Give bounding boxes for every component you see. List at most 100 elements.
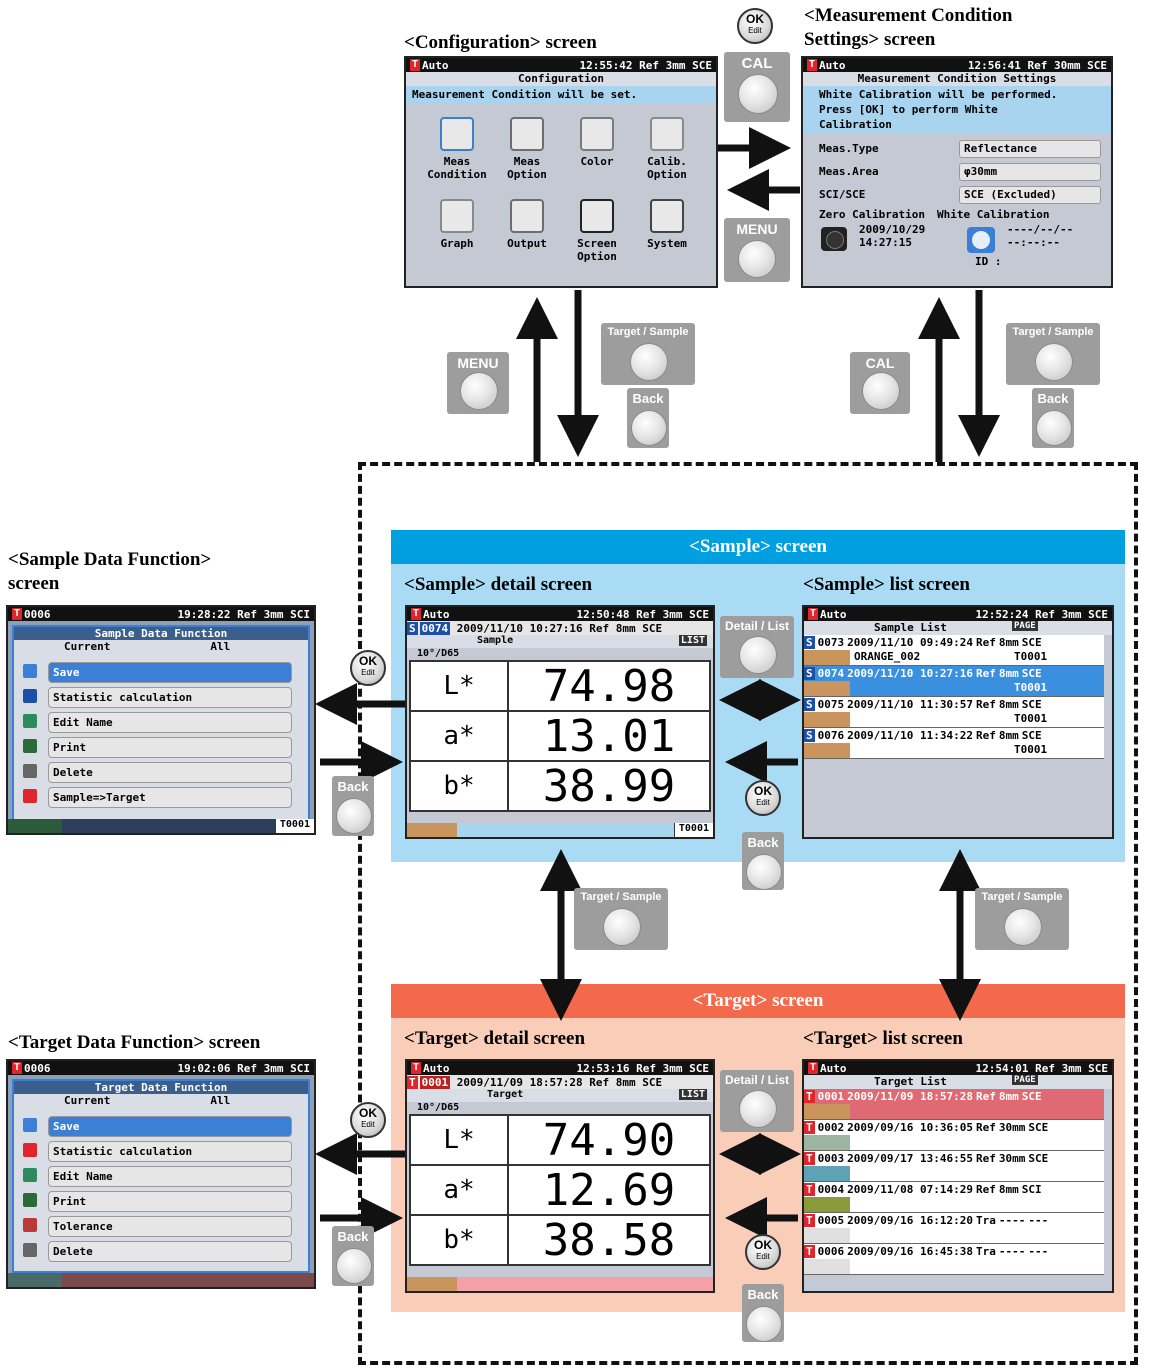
- target-list-label: <Target> list screen: [803, 1028, 963, 1049]
- menu-item-icon: [23, 789, 37, 803]
- config-item-icon: [510, 117, 544, 151]
- target-sample-button-2[interactable]: Target / Sample: [1006, 323, 1100, 385]
- menu-item-icon: [23, 714, 37, 728]
- config-title: Configuration: [406, 72, 716, 86]
- menu-item-icon: [23, 1118, 37, 1132]
- config-item-icon: [440, 199, 474, 233]
- target-screen-banner: <Target> screen: [391, 984, 1125, 1018]
- dashed-region-border: [358, 462, 1138, 1365]
- menu-item-icon: [23, 689, 37, 703]
- menu-item-icon: [23, 764, 37, 778]
- menu-item[interactable]: Print: [23, 737, 292, 758]
- menu-item[interactable]: Tolerance: [23, 1216, 292, 1237]
- detail-list-button-target[interactable]: Detail / List: [720, 1070, 794, 1132]
- menu-item[interactable]: Statistic calculation: [23, 1141, 292, 1162]
- config-item-icon: [650, 199, 684, 233]
- sample-data-function-label: <Sample Data Function>screen: [8, 549, 212, 594]
- back-button-2[interactable]: Back: [1032, 388, 1074, 448]
- config-item[interactable]: Output: [492, 193, 562, 269]
- meas-info: White Calibration will be performed.Pres…: [803, 86, 1111, 133]
- zero-cal-button[interactable]: [821, 227, 847, 251]
- sample-detail-label: <Sample> detail screen: [404, 574, 593, 595]
- config-item-icon: [440, 117, 474, 151]
- menu-item-icon: [23, 739, 37, 753]
- target-sample-button-1[interactable]: Target / Sample: [601, 323, 695, 385]
- meas-title: Measurement Condition Settings: [803, 72, 1111, 86]
- back-button-target-list[interactable]: Back: [742, 1284, 784, 1342]
- menu-item[interactable]: Edit Name: [23, 712, 292, 733]
- zero-cal-label: Zero Calibration: [819, 208, 925, 221]
- config-item[interactable]: Calib.Option: [632, 111, 702, 187]
- menu-item-icon: [23, 1193, 37, 1207]
- config-item[interactable]: System: [632, 193, 702, 269]
- detail-list-button-sample[interactable]: Detail / List: [720, 616, 794, 678]
- target-sample-button-3[interactable]: Target / Sample: [574, 888, 668, 950]
- white-cal-label: White Calibration: [936, 208, 1050, 221]
- menu-item[interactable]: Edit Name: [23, 1166, 292, 1187]
- target-sample-button-4[interactable]: Target / Sample: [975, 888, 1069, 950]
- cal-button-2[interactable]: CAL: [850, 352, 910, 414]
- sample-screen-banner: <Sample> screen: [391, 530, 1125, 564]
- config-item-icon: [510, 199, 544, 233]
- config-item-icon: [650, 117, 684, 151]
- config-item[interactable]: Color: [562, 111, 632, 187]
- menu-item[interactable]: Statistic calculation: [23, 687, 292, 708]
- config-item[interactable]: Graph: [422, 193, 492, 269]
- sample-list-label: <Sample> list screen: [803, 574, 970, 595]
- config-item-icon: [580, 117, 614, 151]
- config-screen-label: <Configuration> screen: [404, 32, 597, 53]
- target-data-function-label: <Target Data Function> screen: [8, 1032, 261, 1053]
- menu-button-2[interactable]: MENU: [447, 352, 509, 414]
- menu-item-icon: [23, 1218, 37, 1232]
- menu-item-icon: [23, 664, 37, 678]
- menu-item-icon: [23, 1143, 37, 1157]
- back-button-sample-list[interactable]: Back: [742, 832, 784, 890]
- back-button-sample-func[interactable]: Back: [332, 776, 374, 836]
- menu-item[interactable]: Delete: [23, 1241, 292, 1262]
- menu-item[interactable]: Print: [23, 1191, 292, 1212]
- menu-button[interactable]: MENU: [724, 218, 790, 282]
- target-detail-label: <Target> detail screen: [404, 1028, 586, 1049]
- cal-button[interactable]: CAL: [724, 52, 790, 122]
- menu-item[interactable]: Sample=>Target: [23, 787, 292, 808]
- back-button-1[interactable]: Back: [627, 388, 669, 448]
- menu-item[interactable]: Save: [23, 662, 292, 683]
- config-info: Measurement Condition will be set.: [406, 86, 716, 103]
- back-button-target-func[interactable]: Back: [332, 1226, 374, 1286]
- white-cal-button[interactable]: [967, 227, 995, 253]
- menu-item[interactable]: Save: [23, 1116, 292, 1137]
- menu-item-icon: [23, 1243, 37, 1257]
- menu-item[interactable]: Delete: [23, 762, 292, 783]
